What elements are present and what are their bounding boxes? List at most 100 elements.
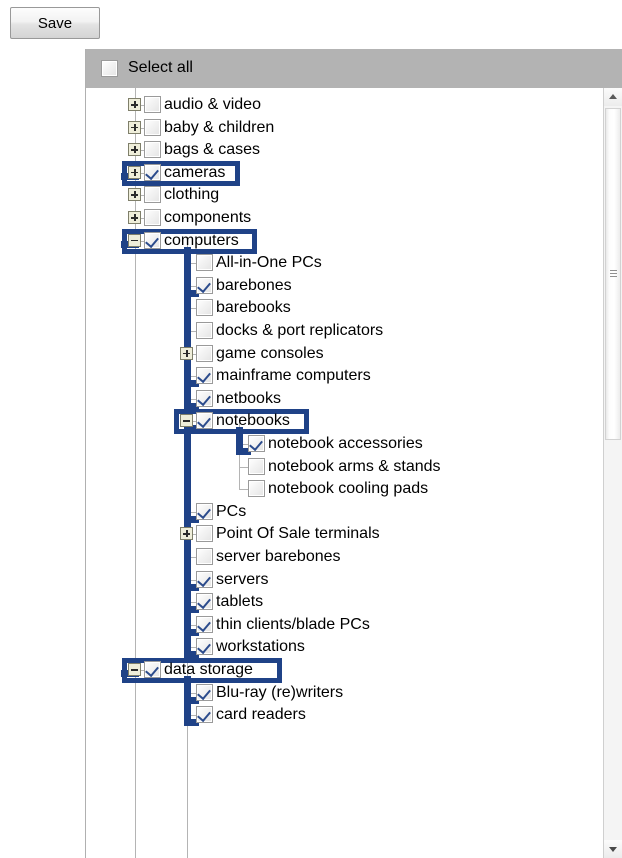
category-label[interactable]: game consoles: [216, 344, 324, 362]
category-label[interactable]: server barebones: [216, 548, 341, 565]
category-checkbox[interactable]: [196, 706, 213, 724]
collapse-node-icon[interactable]: [128, 663, 141, 676]
expand-node-icon[interactable]: [128, 143, 141, 157]
category-label[interactable]: notebook cooling pads: [268, 480, 429, 498]
tree-connector-line: [187, 308, 196, 310]
expand-node-icon[interactable]: [128, 211, 141, 224]
category-checkbox[interactable]: [196, 548, 213, 565]
tree-connector-line: [187, 285, 196, 287]
tree-connector-line: [187, 557, 196, 558]
category-checkbox[interactable]: [144, 141, 161, 159]
scroll-up-button[interactable]: [604, 88, 622, 106]
category-checkbox[interactable]: [144, 186, 161, 204]
collapse-node-icon[interactable]: [128, 233, 141, 247]
tree-connector-line: [239, 444, 248, 445]
select-all-checkbox[interactable]: [101, 59, 118, 77]
scroll-down-button[interactable]: [604, 840, 622, 858]
grip-line-icon: [610, 276, 617, 277]
category-checkbox[interactable]: [144, 163, 161, 181]
category-checkbox[interactable]: [196, 615, 213, 633]
expand-node-icon[interactable]: [128, 188, 141, 202]
category-checkbox[interactable]: [196, 570, 213, 588]
category-checkbox[interactable]: [196, 276, 213, 294]
category-label[interactable]: computers: [164, 231, 239, 249]
category-label[interactable]: cameras: [164, 163, 226, 181]
category-checkbox[interactable]: [196, 638, 213, 656]
category-label[interactable]: servers: [216, 570, 269, 588]
selection-highlight-line: [184, 515, 199, 523]
tree-connector-line: [239, 489, 248, 491]
category-label[interactable]: All-in-One PCs: [216, 254, 322, 272]
category-label[interactable]: workstations: [216, 638, 305, 656]
tree-connector-line: [187, 511, 196, 513]
save-button[interactable]: Save: [10, 7, 100, 39]
category-label[interactable]: barebooks: [216, 299, 291, 317]
selection-highlight-line: [184, 583, 199, 591]
category-checkbox[interactable]: [144, 96, 161, 113]
category-checkbox[interactable]: [248, 457, 265, 475]
category-checkbox[interactable]: [144, 231, 161, 249]
selection-highlight-line: [236, 427, 243, 448]
tree-connector-line: [187, 331, 196, 332]
category-checkbox[interactable]: [144, 118, 161, 136]
selection-highlight-box: [122, 160, 241, 186]
category-checkbox[interactable]: [196, 367, 213, 385]
category-checkbox[interactable]: [144, 661, 161, 678]
triangle-up-icon: [609, 94, 617, 99]
category-checkbox[interactable]: [196, 254, 213, 272]
selection-highlight-box: [122, 658, 282, 683]
category-label[interactable]: tablets: [216, 593, 264, 611]
tree-connector-line: [187, 579, 196, 581]
category-label[interactable]: mainframe computers: [216, 367, 371, 385]
tree-connector-line: [187, 398, 196, 400]
select-all-row[interactable]: Select all: [101, 59, 193, 77]
category-checkbox[interactable]: [196, 502, 213, 520]
tree-connector-line: [187, 647, 196, 649]
category-label[interactable]: bags & cases: [164, 141, 261, 159]
category-label[interactable]: thin clients/blade PCs: [216, 615, 370, 633]
selection-highlight-box: [174, 409, 309, 435]
category-checkbox[interactable]: [196, 344, 213, 362]
expand-node-icon[interactable]: [128, 165, 141, 179]
category-checkbox[interactable]: [196, 389, 213, 407]
category-label[interactable]: data storage: [164, 661, 253, 678]
tree-connector-line: [135, 88, 136, 858]
selection-highlight-line: [184, 696, 199, 704]
category-label[interactable]: netbooks: [216, 389, 281, 407]
category-label[interactable]: notebooks: [216, 412, 290, 430]
category-checkbox[interactable]: [196, 525, 213, 543]
category-checkbox[interactable]: [196, 299, 213, 317]
category-checkbox[interactable]: [248, 480, 265, 498]
selection-highlight-line: [184, 651, 199, 659]
category-checkbox[interactable]: [196, 593, 213, 611]
expand-node-icon[interactable]: [128, 120, 141, 134]
category-label[interactable]: barebones: [216, 276, 292, 294]
category-checkbox[interactable]: [196, 683, 213, 701]
category-checkbox[interactable]: [248, 435, 265, 452]
scrollbar-thumb[interactable]: [605, 108, 621, 440]
category-label[interactable]: baby & children: [164, 118, 275, 136]
tree-connector-line: [187, 624, 196, 626]
expand-node-icon[interactable]: [180, 346, 193, 360]
category-label[interactable]: card readers: [216, 706, 306, 724]
category-label[interactable]: notebook arms & stands: [268, 457, 441, 475]
category-checkbox[interactable]: [144, 209, 161, 226]
category-label[interactable]: docks & port replicators: [216, 322, 384, 339]
expand-node-icon[interactable]: [128, 98, 141, 111]
selection-highlight-line: [236, 448, 251, 455]
selection-highlight-line: [184, 289, 199, 297]
category-label[interactable]: audio & video: [164, 96, 261, 113]
category-label[interactable]: Point Of Sale terminals: [216, 525, 380, 543]
category-label[interactable]: components: [164, 209, 252, 226]
category-label[interactable]: Blu-ray (re)writers: [216, 683, 344, 701]
category-checkbox[interactable]: [196, 322, 213, 339]
vertical-scrollbar[interactable]: [603, 88, 622, 858]
tree-connector-line: [187, 692, 196, 694]
category-checkbox[interactable]: [196, 412, 213, 430]
category-label[interactable]: notebook accessories: [268, 435, 423, 452]
category-label[interactable]: clothing: [164, 186, 220, 204]
expand-node-icon[interactable]: [180, 527, 193, 541]
category-label[interactable]: PCs: [216, 502, 247, 520]
tree-scroll-area[interactable]: audio & video baby & children bags & cases…: [86, 88, 604, 858]
collapse-node-icon[interactable]: [180, 414, 193, 428]
